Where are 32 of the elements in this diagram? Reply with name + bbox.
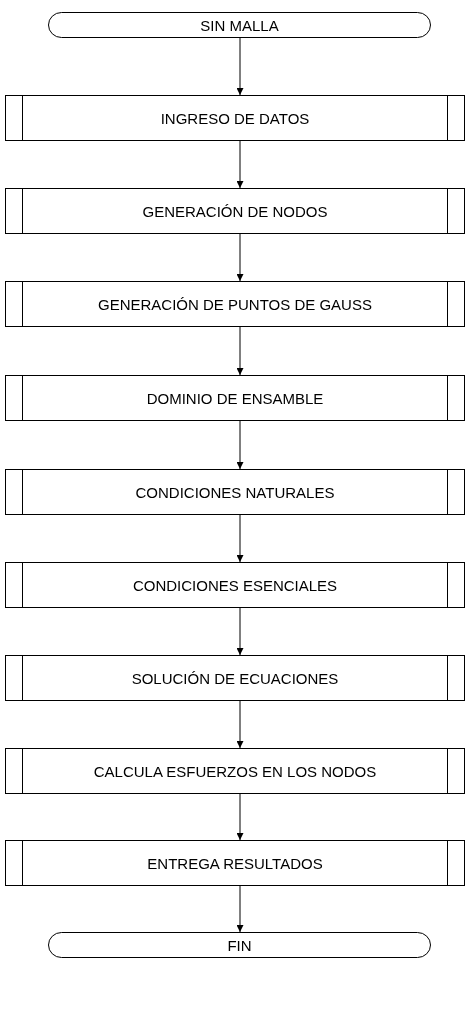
node-label: CONDICIONES ESENCIALES bbox=[132, 576, 338, 594]
arrow bbox=[236, 885, 244, 933]
node-label: CONDICIONES NATURALES bbox=[135, 483, 335, 501]
terminator-shape bbox=[48, 12, 431, 38]
arrow bbox=[236, 793, 244, 841]
predefined-process-box bbox=[5, 95, 465, 141]
node-label: DOMINIO DE ENSAMBLE bbox=[146, 389, 324, 407]
predefined-process-box bbox=[5, 469, 465, 515]
arrow bbox=[236, 233, 244, 282]
node-label: ENTREGA RESULTADOS bbox=[147, 854, 323, 872]
node-label: FIN bbox=[227, 936, 252, 954]
arrow bbox=[236, 700, 244, 749]
predefined-process-box bbox=[5, 840, 465, 886]
node-label: INGRESO DE DATOS bbox=[160, 109, 310, 127]
node-label: SOLUCIÓN DE ECUACIONES bbox=[131, 669, 339, 687]
predefined-process-box bbox=[5, 562, 465, 608]
arrow bbox=[236, 326, 244, 376]
arrow bbox=[236, 607, 244, 656]
predefined-process-box bbox=[5, 655, 465, 701]
arrow bbox=[236, 37, 244, 96]
predefined-process-box bbox=[5, 748, 465, 794]
node-label: GENERACIÓN DE NODOS bbox=[142, 202, 328, 220]
predefined-process-box bbox=[5, 375, 465, 421]
terminator-shape bbox=[48, 932, 431, 958]
arrow bbox=[236, 420, 244, 470]
node-label: CALCULA ESFUERZOS EN LOS NODOS bbox=[93, 762, 377, 780]
node-label: GENERACIÓN DE PUNTOS DE GAUSS bbox=[98, 295, 372, 313]
arrow bbox=[236, 140, 244, 189]
predefined-process-box bbox=[5, 281, 465, 327]
predefined-process-box bbox=[5, 188, 465, 234]
node-label: SIN MALLA bbox=[200, 16, 279, 34]
arrow bbox=[236, 514, 244, 563]
